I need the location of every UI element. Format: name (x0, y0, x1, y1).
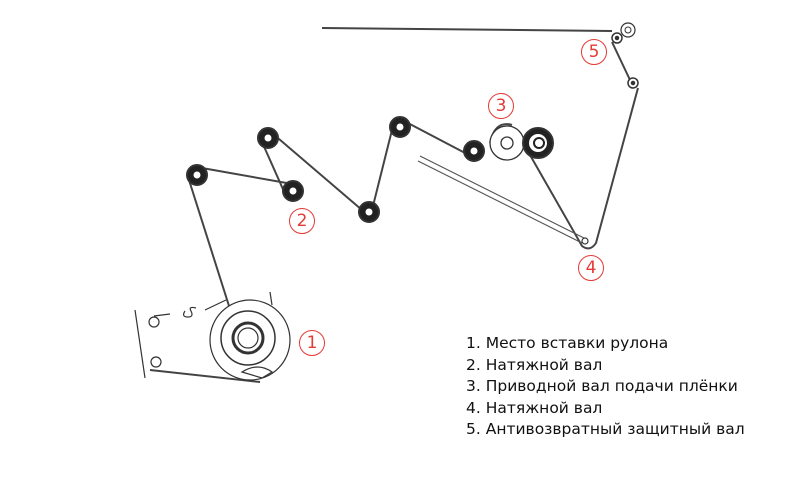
roller (282, 180, 304, 202)
tension-roller-small (581, 237, 589, 245)
roller (389, 116, 411, 138)
film-path (149, 27, 639, 383)
guide-roller (611, 22, 639, 89)
film-roll-holder (134, 291, 291, 381)
legend-item: 5. Антивозвратный защитный вал (466, 420, 745, 438)
legend-item: 3. Приводной вал подачи плёнки (466, 377, 738, 395)
legend-item: 1. Место вставки рулона (466, 334, 669, 352)
legend: 1. Место вставки рулона 2. Натяжной вал … (466, 333, 745, 441)
drive-roller (489, 125, 525, 161)
roller (463, 140, 485, 162)
marker-2: 2 (289, 208, 315, 234)
tension-rod (417, 155, 585, 244)
roller (358, 201, 380, 223)
marker-5: 5 (581, 39, 607, 65)
legend-item: 4. Натяжной вал (466, 398, 603, 417)
marker-3: 3 (488, 93, 514, 119)
drive-roller-dark (522, 127, 554, 159)
legend-item: 2. Натяжной вал (466, 355, 603, 374)
marker-4: 4 (578, 255, 604, 281)
roller (257, 127, 279, 149)
marker-1: 1 (299, 330, 325, 356)
roller (186, 164, 208, 186)
